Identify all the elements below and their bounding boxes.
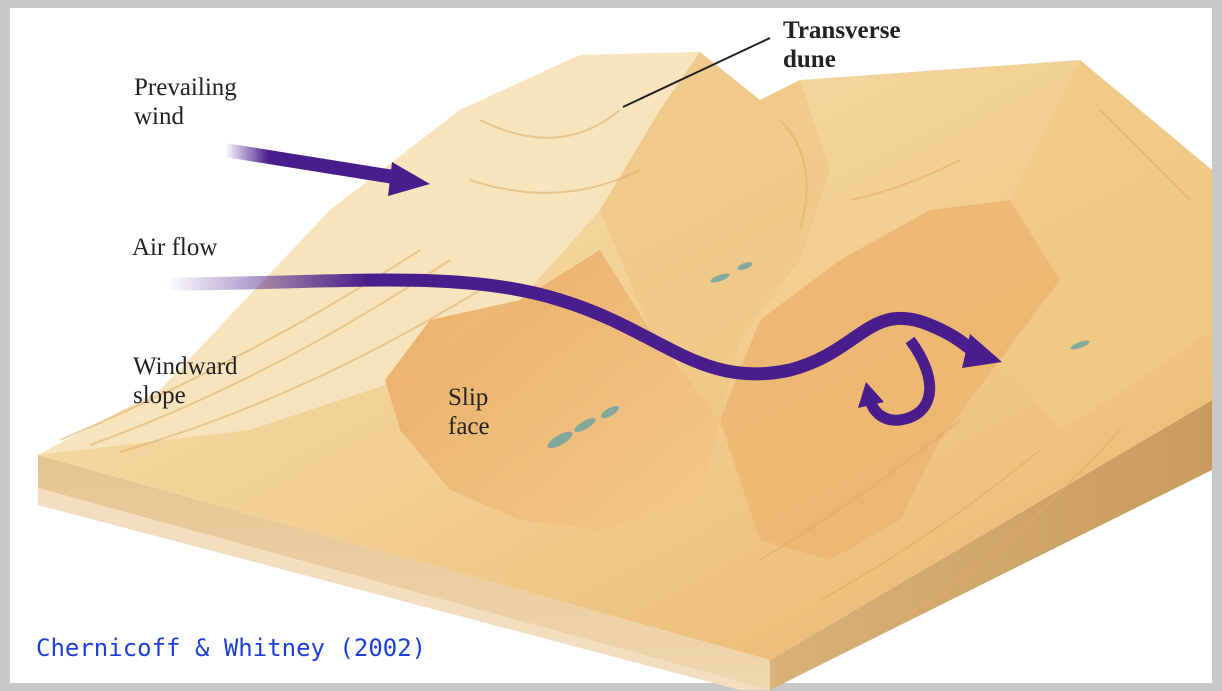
slip-face-label-line2: face — [448, 412, 490, 441]
source-credit: Chernicoff & Whitney (2002) — [36, 633, 426, 663]
transverse-dune-label-line1: Transverse — [783, 16, 901, 45]
transverse-dune-label: Transverse dune — [783, 16, 901, 74]
windward-slope-label: Windward slope — [133, 352, 238, 410]
slip-face-label: Slip face — [448, 383, 490, 441]
prevailing-wind-label: Prevailing wind — [134, 73, 237, 131]
air-flow-label: Air flow — [132, 233, 217, 262]
windward-slope-label-line1: Windward — [133, 352, 238, 381]
prevailing-wind-label-line2: wind — [134, 102, 237, 131]
windward-slope-label-line2: slope — [133, 381, 238, 410]
transverse-dune-label-line2: dune — [783, 45, 901, 74]
air-flow-label-text: Air flow — [132, 233, 217, 262]
slip-face-label-line1: Slip — [448, 383, 490, 412]
prevailing-wind-label-line1: Prevailing — [134, 73, 237, 102]
